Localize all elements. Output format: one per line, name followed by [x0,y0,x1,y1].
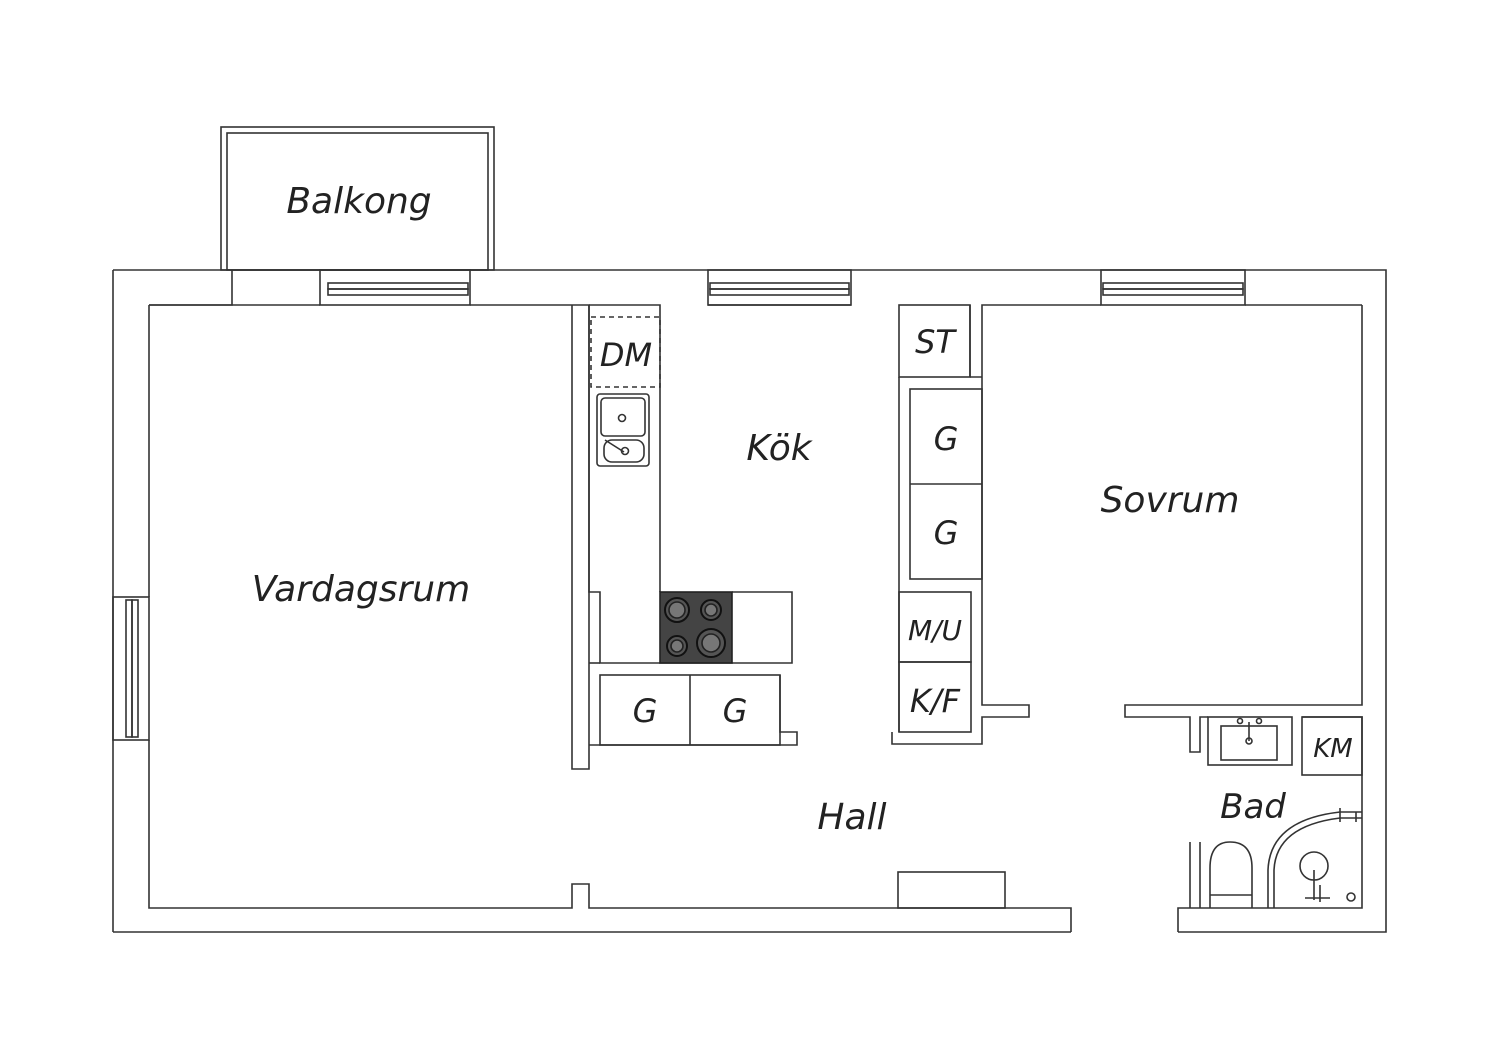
room-label-bad: Bad [1220,787,1286,827]
room-label-kok: Kök [746,428,813,469]
fixture-label-g-3: G [633,692,658,730]
room-label-vardagsrum: Vardagsrum [252,569,470,610]
kitchen-counter [588,305,798,746]
fixture-label-st: ST [915,323,957,361]
fixture-label-g-4: G [723,692,748,730]
stove [659,591,733,664]
window-vardagsrum-side [112,596,150,741]
shower [1267,808,1362,908]
wardrobes [898,304,983,733]
room-label-sovrum: Sovrum [1101,480,1240,521]
bathroom-sink [1207,716,1293,766]
room-label-hall: Hall [817,797,886,838]
hall-cabinet [897,871,1006,909]
fixture-label-dm: DM [600,336,652,374]
fixture-label-g-1: G [934,420,959,458]
window-vardagsrum [319,269,471,306]
window-sovrum [1100,269,1246,306]
window-kok [707,269,852,306]
room-label-balkong: Balkong [286,181,431,222]
toilet [1209,841,1253,908]
fixture-label-g-2: G [934,514,959,552]
fixture-label-km: KM [1313,734,1352,764]
fixture-label-mu: M/U [908,614,962,647]
kitchen-sink [596,393,650,467]
fixture-label-kf: K/F [910,682,961,720]
washing-machine [1301,716,1363,776]
